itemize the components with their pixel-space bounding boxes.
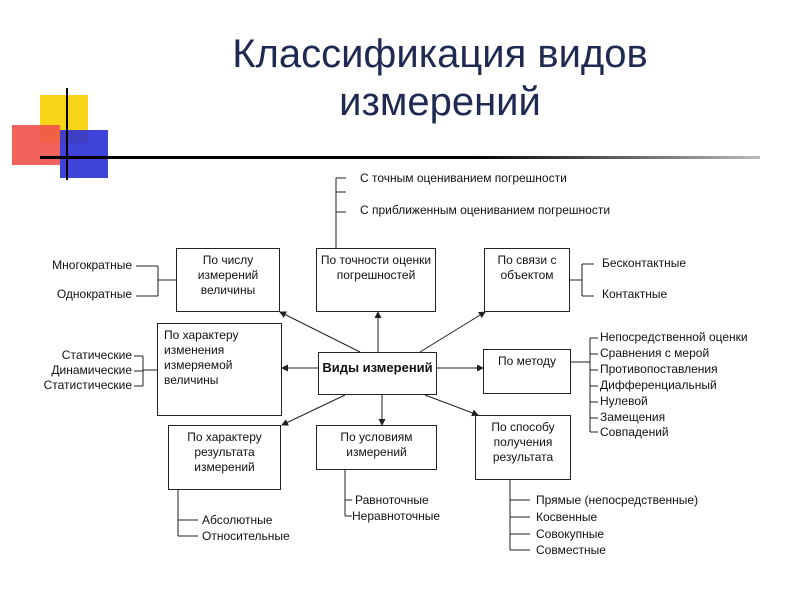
- leaf-method-1: Непосредственной оценки: [600, 330, 748, 344]
- leaf-method-6: Замещения: [600, 410, 666, 424]
- leaf-obtain-2: Косвенные: [536, 510, 598, 524]
- leaf-method-5: Нулевой: [600, 394, 648, 408]
- leaf-change-2: Динамические: [51, 363, 132, 377]
- box-by-accuracy: По точности оценки погрешностей: [316, 248, 436, 312]
- leaf-method-4: Дифференциальный: [600, 378, 717, 392]
- box-by-relation: По связи с объектом: [484, 248, 570, 312]
- leaf-accuracy-1: С точным оцениванием погрешности: [360, 171, 567, 185]
- center-box-types: Виды измерений: [318, 352, 437, 395]
- decor-blue-square: [60, 130, 108, 178]
- leaf-count-1: Многократные: [52, 258, 132, 272]
- leaf-obtain-1: Прямые (непосредственные): [536, 493, 699, 507]
- leaf-relation-2: Контактные: [602, 287, 668, 301]
- leaf-method-3: Противопоставления: [600, 362, 718, 376]
- leaf-change-3: Статистические: [43, 378, 132, 392]
- leaf-method-2: Сравнения с мерой: [600, 346, 710, 360]
- leaf-result-1: Абсолютные: [202, 513, 273, 527]
- box-by-conditions: По условиям измерений: [316, 425, 437, 470]
- leaf-count-2: Однократные: [56, 287, 132, 301]
- leaf-accuracy-2: С приближенным оцениванием погрешности: [360, 203, 611, 217]
- decor-vertical-line: [66, 88, 68, 180]
- box-by-obtain: По способу получения результата: [475, 415, 571, 480]
- leaf-relation-1: Бесконтактные: [602, 256, 687, 270]
- box-by-method: По методу: [483, 349, 571, 394]
- leaf-conditions-1: Равноточные: [355, 493, 429, 507]
- box-by-count: По числу измерений величины: [176, 248, 280, 312]
- leaf-obtain-4: Совместные: [536, 543, 606, 557]
- leaf-obtain-3: Совокупные: [536, 527, 605, 541]
- title-rule: [40, 156, 760, 159]
- leaf-method-7: Совпадений: [600, 425, 669, 439]
- box-by-nature-result: По характеру результата измерений: [168, 425, 281, 490]
- leaf-conditions-2: Неравноточные: [352, 509, 441, 523]
- leaf-result-2: Относительные: [202, 529, 290, 543]
- box-by-nature-change: По характеру изменения измеряемой величи…: [157, 323, 282, 416]
- page-title: Классификация видов измерений: [232, 32, 648, 124]
- leaf-change-1: Статические: [61, 348, 132, 362]
